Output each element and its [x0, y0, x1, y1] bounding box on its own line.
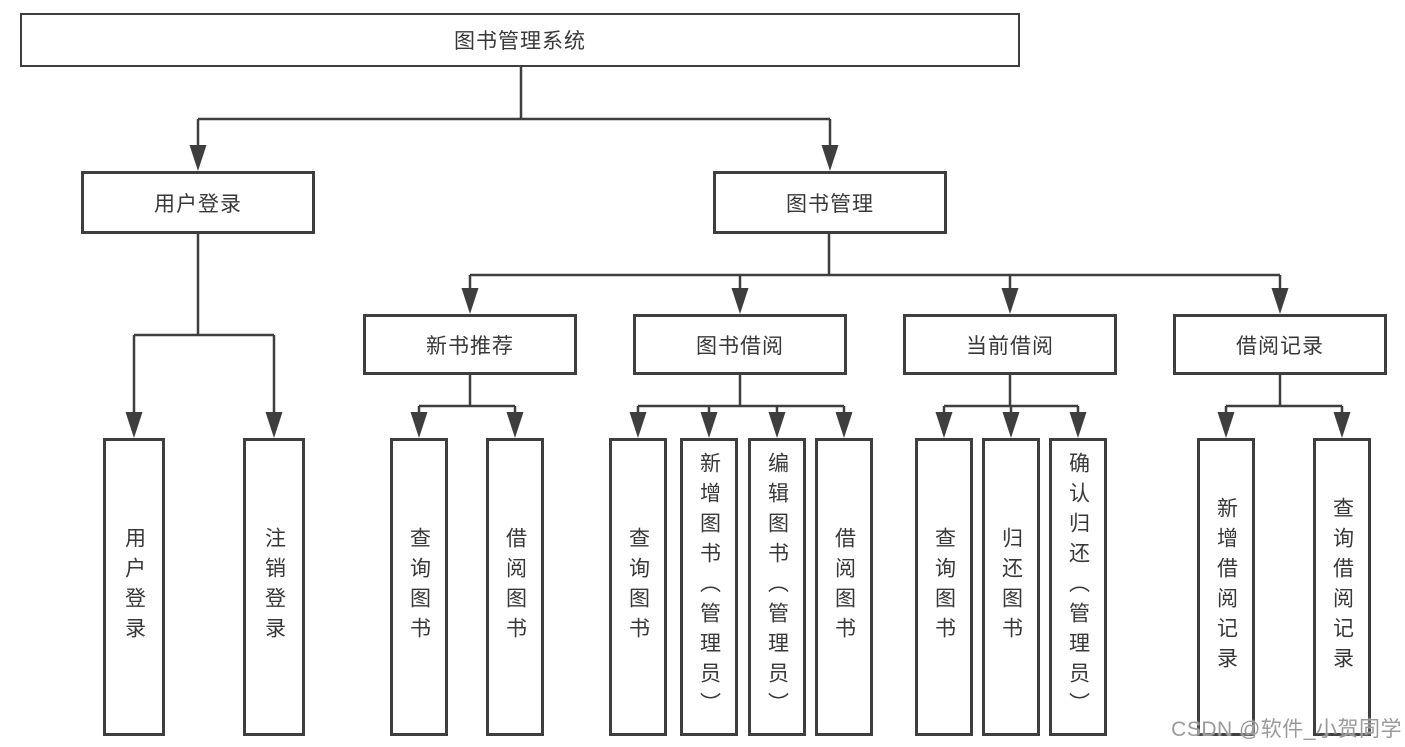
leaf-bb-add-book-admin: 新增图书（管理员） [680, 438, 738, 736]
arrowheads [125, 145, 1351, 438]
leaf-cb-query-books: 查询图书 [915, 438, 973, 736]
leaf-bb-edit-book-admin: 编辑图书（管理员） [748, 438, 806, 736]
node-user-login: 用户登录 [81, 171, 315, 234]
node-root: 图书管理系统 [20, 13, 1020, 67]
leaf-bb-borrow-books: 借阅图书 [815, 438, 873, 736]
leaf-cb-confirm-return-admin: 确认归还（管理员） [1049, 438, 1107, 736]
leaf-nbr-query-books: 查询图书 [390, 438, 448, 736]
leaf-bb-query-books: 查询图书 [609, 438, 667, 736]
csdn-watermark: CSDN @软件_小贺同学 [1171, 718, 1402, 741]
leaf-br-add-record: 新增借阅记录 [1197, 438, 1255, 736]
leaf-cb-return-books: 归还图书 [982, 438, 1040, 736]
node-borrowing-records: 借阅记录 [1173, 314, 1387, 375]
leaf-user-login: 用户登录 [103, 438, 165, 736]
connector-paths [132, 66, 1344, 414]
node-new-book-recommendation: 新书推荐 [363, 314, 577, 375]
leaf-nbr-borrow-books: 借阅图书 [486, 438, 544, 736]
node-current-borrowing: 当前借阅 [903, 314, 1117, 375]
leaf-logout: 注销登录 [243, 438, 305, 736]
leaf-br-query-record: 查询借阅记录 [1313, 438, 1371, 736]
node-book-borrowing: 图书借阅 [633, 314, 847, 375]
node-book-management: 图书管理 [713, 171, 947, 234]
